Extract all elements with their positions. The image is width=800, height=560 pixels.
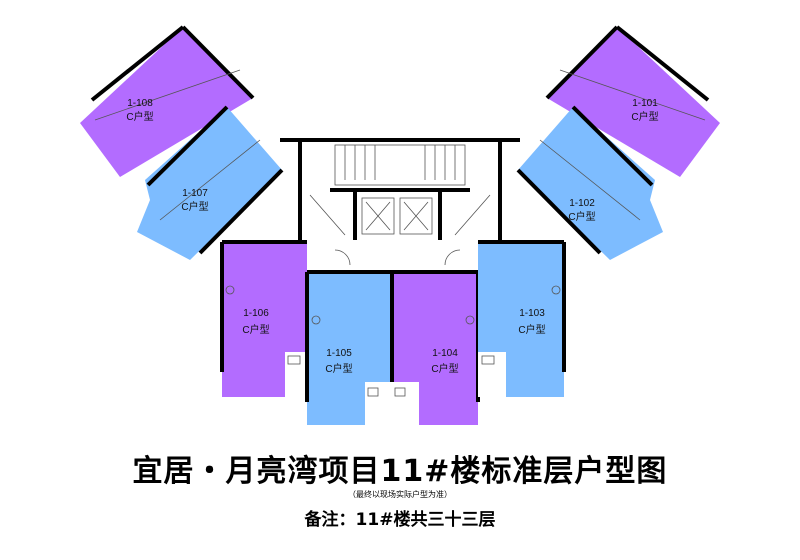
unit-1-104[interactable] xyxy=(390,270,480,425)
elevator-left xyxy=(361,197,395,235)
subtitle-disclaimer: （最终以现场实际户型为准） xyxy=(348,490,452,499)
unit-1-105[interactable] xyxy=(305,270,392,425)
unit-type-1-107: C户型 xyxy=(181,200,208,213)
unit-type-1-101: C户型 xyxy=(631,110,658,123)
floor-plan: 1-108 C户型 1-107 C户型 1-101 C户型 1-102 C户型 … xyxy=(80,25,720,425)
unit-type-1-106: C户型 xyxy=(242,323,269,336)
unit-1-107[interactable] xyxy=(137,105,284,260)
elevator-right xyxy=(399,197,433,235)
unit-type-1-104: C户型 xyxy=(431,362,458,375)
page-title: 宜居・月亮湾项目11#楼标准层户型图 xyxy=(132,454,668,489)
floor-note: 备注：11#楼共三十三层 xyxy=(304,510,496,530)
unit-label-1-108: 1-108 xyxy=(127,98,153,109)
unit-label-1-103: 1-103 xyxy=(519,308,545,319)
unit-label-1-106: 1-106 xyxy=(243,308,269,319)
unit-label-1-104: 1-104 xyxy=(432,348,458,359)
unit-label-1-107: 1-107 xyxy=(182,188,208,199)
unit-label-1-101: 1-101 xyxy=(632,98,658,109)
unit-1-108[interactable] xyxy=(80,25,255,177)
unit-label-1-102: 1-102 xyxy=(569,198,595,209)
unit-type-1-103: C户型 xyxy=(518,323,545,336)
core-stairs-elevators xyxy=(280,138,520,266)
unit-1-102[interactable] xyxy=(516,105,663,260)
unit-1-103[interactable] xyxy=(478,240,566,397)
unit-type-1-105: C户型 xyxy=(325,362,352,375)
bathroom-fixtures xyxy=(225,285,561,397)
unit-1-101[interactable] xyxy=(545,25,720,177)
unit-1-106[interactable] xyxy=(220,240,307,397)
unit-type-1-102: C户型 xyxy=(568,210,595,223)
unit-type-1-108: C户型 xyxy=(126,110,153,123)
unit-label-1-105: 1-105 xyxy=(326,348,352,359)
